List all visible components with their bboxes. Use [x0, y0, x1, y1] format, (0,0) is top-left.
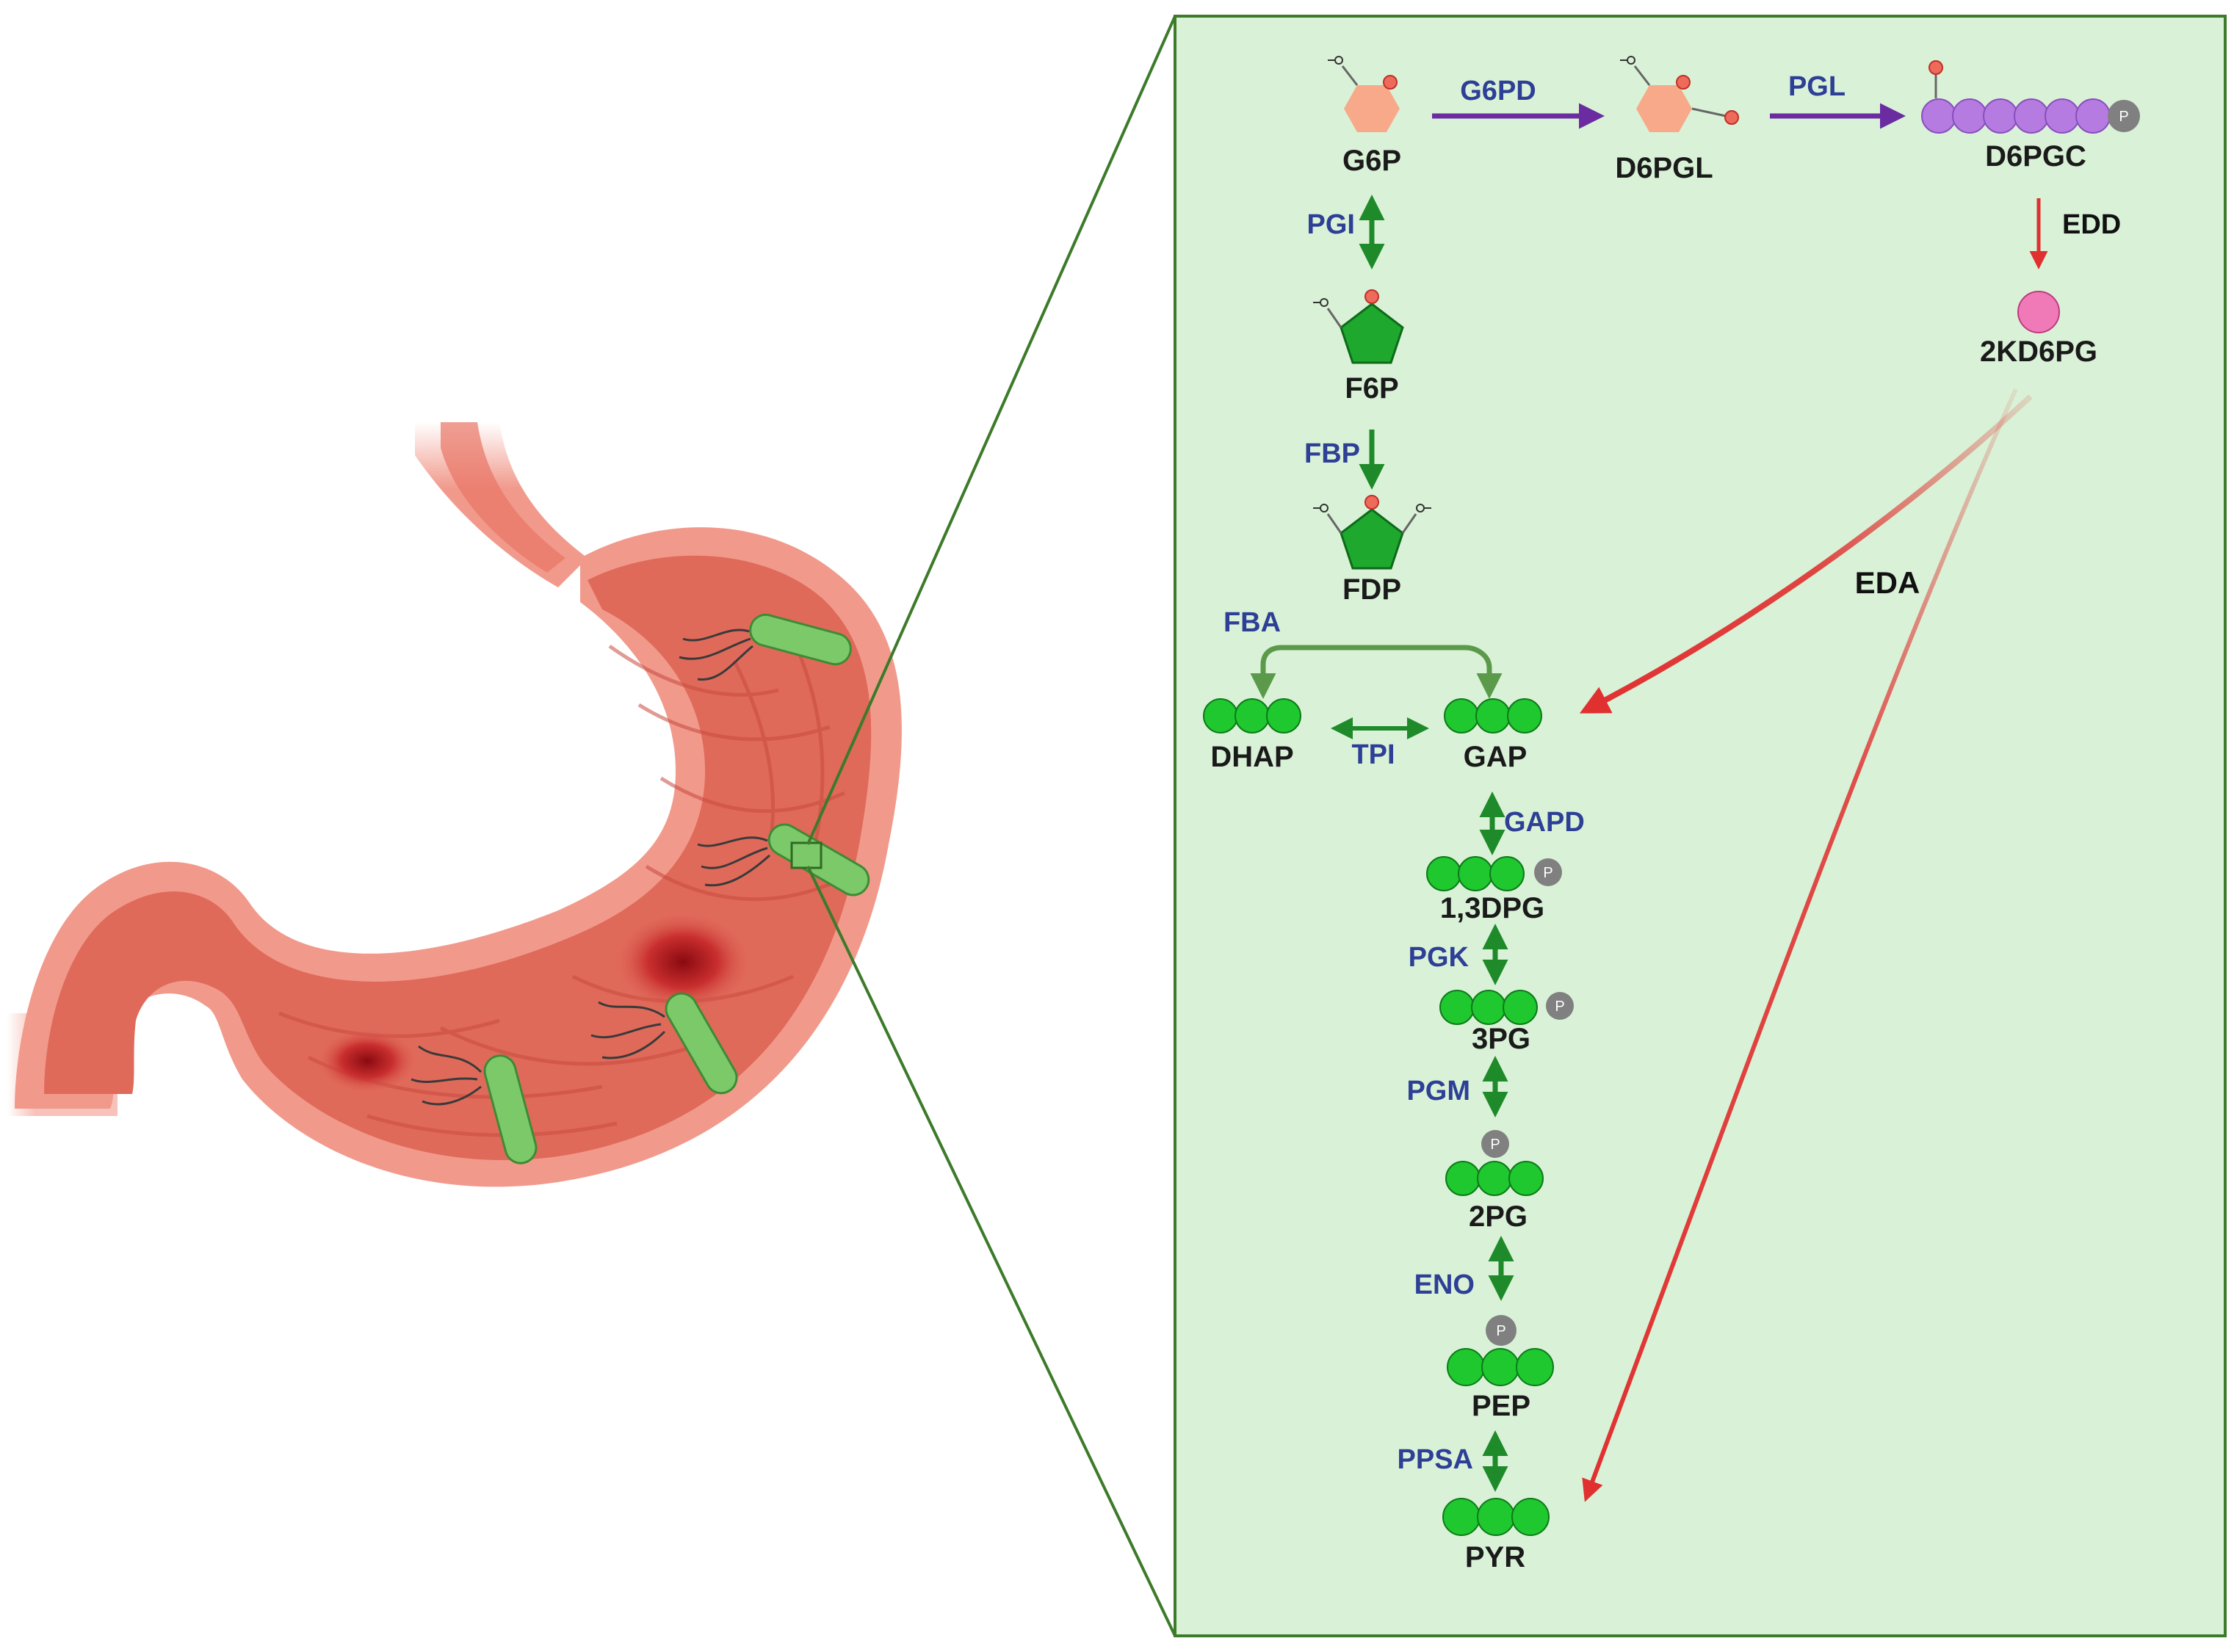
label-dhap: DHAP — [1210, 741, 1293, 773]
arrows — [1250, 103, 2048, 1502]
fdp-molecule — [1313, 495, 1431, 570]
gap-molecule — [1444, 698, 1542, 733]
phosphate-icon — [1486, 1315, 1517, 1346]
label-d6pgl: D6PGL — [1615, 152, 1713, 184]
d6pgl-molecule — [1620, 56, 1739, 132]
metabolite-labels: G6P D6PGL D6PGC 2KD6PG F6P FDP DHAP GAP … — [1210, 140, 2097, 1573]
label-g6p: G6P — [1342, 145, 1401, 177]
zoom-source-box — [790, 841, 823, 869]
pathway-panel — [1174, 15, 2227, 1637]
label-f6p: F6P — [1345, 372, 1398, 405]
label-fdp: FDP — [1342, 573, 1401, 606]
svg-text:P: P — [2119, 109, 2128, 125]
svg-text:P: P — [1496, 1323, 1505, 1339]
label-pep: PEP — [1472, 1390, 1530, 1422]
phosphate-icon — [1534, 858, 1562, 886]
label-gapd: GAPD — [1504, 807, 1585, 838]
label-eda: EDA — [1855, 565, 1920, 600]
label-eno: ENO — [1414, 1269, 1475, 1300]
label-ppsa: PPSA — [1398, 1444, 1473, 1475]
bacterium-1 — [679, 613, 852, 681]
phosphate-icon — [1546, 992, 1574, 1020]
stomach-illustration — [7, 422, 902, 1187]
label-fbp: FBP — [1304, 438, 1360, 469]
label-pgi: PGI — [1307, 209, 1355, 240]
bacterium-3 — [590, 992, 738, 1095]
label-pyr: PYR — [1465, 1541, 1525, 1573]
zoom-line-top — [806, 15, 1176, 845]
ulcer-1 — [316, 1028, 419, 1094]
label-pgl: PGL — [1788, 71, 1846, 102]
bacterium-4 — [411, 1045, 538, 1164]
bpg13-molecule: P — [1426, 856, 1562, 891]
arrow-eda-pyr — [1582, 388, 2018, 1502]
label-g6pd: G6PD — [1460, 76, 1536, 106]
label-tpi: TPI — [1351, 739, 1395, 770]
dhap-molecule — [1203, 698, 1301, 733]
phosphate-icon — [1481, 1130, 1509, 1158]
phosphate-icon — [2108, 100, 2140, 132]
label-pgm: PGM — [1406, 1076, 1470, 1106]
label-edd: EDD — [2062, 209, 2121, 240]
kd6pg-molecule — [2017, 291, 2060, 333]
enzyme-labels: G6PD PGL EDD EDA PGI FBP FBA TPI GAPD PG… — [1223, 71, 2121, 1475]
label-d6pgc: D6PGC — [1985, 140, 2086, 173]
svg-text:P: P — [1490, 1137, 1500, 1153]
label-gap: GAP — [1464, 741, 1528, 773]
pg2-molecule: P — [1445, 1130, 1544, 1196]
label-bpg13: 1,3DPG — [1440, 892, 1544, 924]
label-fba: FBA — [1223, 607, 1281, 638]
f6p-molecule — [1313, 289, 1404, 364]
label-pgk: PGK — [1409, 942, 1470, 973]
pyr-molecule — [1442, 1498, 1550, 1536]
arrow-fba — [1250, 645, 1503, 699]
svg-text:P: P — [1555, 999, 1564, 1015]
g6p-molecule — [1328, 56, 1400, 132]
zoom-line-bottom — [806, 866, 1176, 1637]
pg3-molecule: P — [1439, 990, 1574, 1025]
arrow-eda-gap — [1579, 394, 2033, 714]
label-pg3: 3PG — [1472, 1023, 1530, 1055]
d6pgc-molecule: P — [1921, 60, 2140, 134]
label-kd6pg: 2KD6PG — [1980, 336, 2097, 368]
svg-text:P: P — [1543, 865, 1552, 881]
label-pg2: 2PG — [1469, 1200, 1528, 1233]
ulcer-2 — [613, 910, 753, 1013]
pep-molecule: P — [1447, 1315, 1554, 1386]
